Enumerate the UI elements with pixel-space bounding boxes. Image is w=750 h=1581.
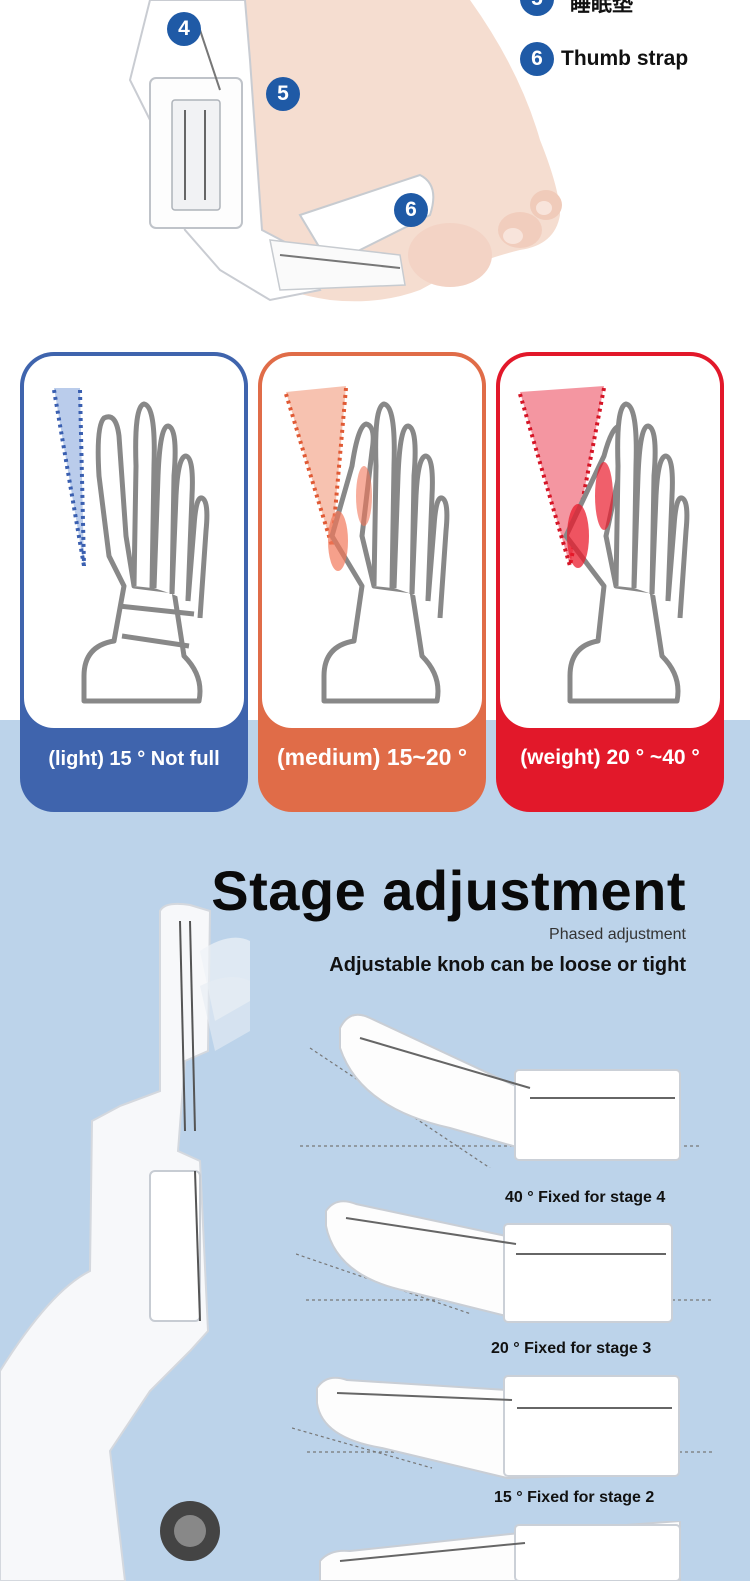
legend-label-6: Thumb strap — [561, 47, 689, 70]
stage-adjustment-tagline: Adjustable knob can be loose or tight — [329, 954, 686, 976]
brace-side-illustration — [0, 902, 250, 1581]
foot-brace-photo — [0, 0, 750, 340]
marker-4: 4 — [167, 12, 201, 46]
stage-4-label: 40 ° Fixed for stage 4 — [505, 1189, 666, 1206]
foot-skeleton-light-icon — [52, 388, 210, 704]
card-light: (light) 15 ° Not full — [20, 352, 248, 812]
stage-3-label: 20 ° Fixed for stage 3 — [491, 1340, 652, 1357]
card-medium-caption: (medium) 15~20 ° — [276, 744, 468, 770]
stage-adjustment-subtitle: Phased adjustment — [549, 926, 686, 943]
card-weight-image — [500, 356, 720, 728]
stage-2-brace-illustration — [292, 1375, 712, 1480]
foot-skeleton-medium-icon — [284, 386, 450, 704]
card-medium-image — [262, 356, 482, 728]
foot-skeleton-weight-icon — [518, 386, 690, 704]
card-weight-caption: (weight) 20 ° ~40 ° — [520, 746, 700, 769]
stage-4-brace-illustration — [300, 1013, 700, 1168]
stage-1-brace-illustration — [319, 1521, 681, 1581]
stage-adjustment-title: Stage adjustment — [211, 859, 686, 922]
foot-with-brace-illustration — [128, 0, 562, 302]
legend-badge-6: 6 — [520, 42, 554, 76]
stage-3-brace-illustration — [296, 1200, 711, 1323]
card-medium: (medium) 15~20 ° — [258, 352, 486, 812]
card-light-caption: (light) 15 ° Not full — [48, 748, 220, 770]
card-weight: (weight) 20 ° ~40 ° — [496, 352, 724, 812]
card-light-image — [24, 356, 244, 728]
legend-badge-5: 5 — [520, 0, 554, 16]
marker-5: 5 — [266, 77, 300, 111]
marker-6: 6 — [394, 193, 428, 227]
legend-label-5: 睡眠垫 — [570, 0, 633, 16]
stage-2-label: 15 ° Fixed for stage 2 — [494, 1489, 655, 1506]
